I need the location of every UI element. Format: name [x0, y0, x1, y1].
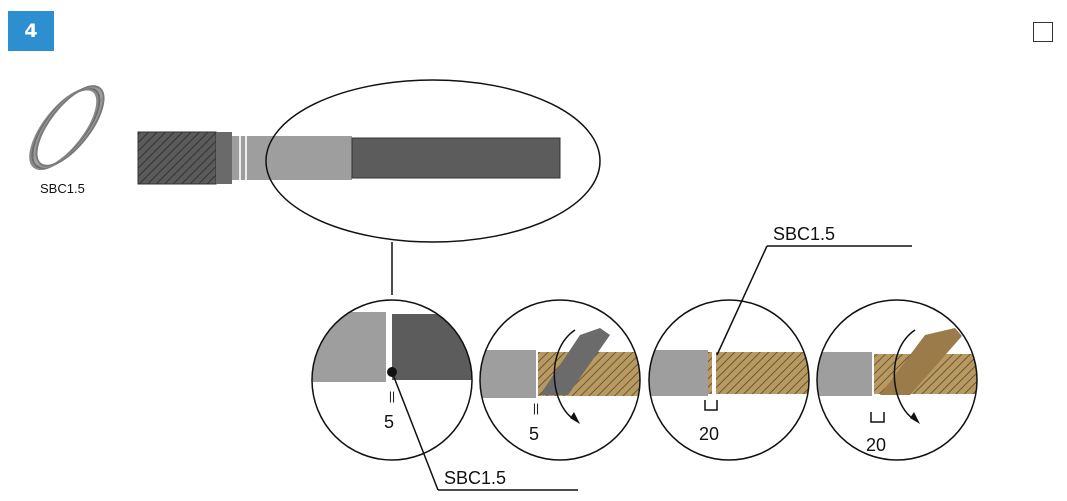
- detail-circle-2: ||: [479, 299, 641, 461]
- svg-text:||: ||: [389, 389, 395, 403]
- cable-illustration: [137, 131, 561, 185]
- coil-label: SBC1.5: [40, 181, 85, 196]
- callout-top-label: SBC1.5: [773, 224, 835, 244]
- dim-label-2: 5: [529, 424, 539, 444]
- dim-label-3: 20: [699, 424, 719, 444]
- zoom-ellipse: [265, 79, 601, 243]
- step-checkbox[interactable]: [1033, 22, 1053, 42]
- dim-label-1: 5: [384, 412, 394, 432]
- detail-circle-3: [648, 299, 810, 461]
- dim-label-4: 20: [866, 435, 886, 455]
- callout-bottom-label: SBC1.5: [444, 468, 506, 488]
- detail-circle-1: ||: [311, 299, 473, 461]
- detail-circle-4: [816, 299, 978, 461]
- step-number-badge: 4: [8, 11, 54, 51]
- wire-coil-icon: [29, 85, 105, 171]
- svg-text:||: ||: [533, 401, 539, 415]
- callout-top: [716, 245, 912, 356]
- callout-bottom: [391, 371, 578, 491]
